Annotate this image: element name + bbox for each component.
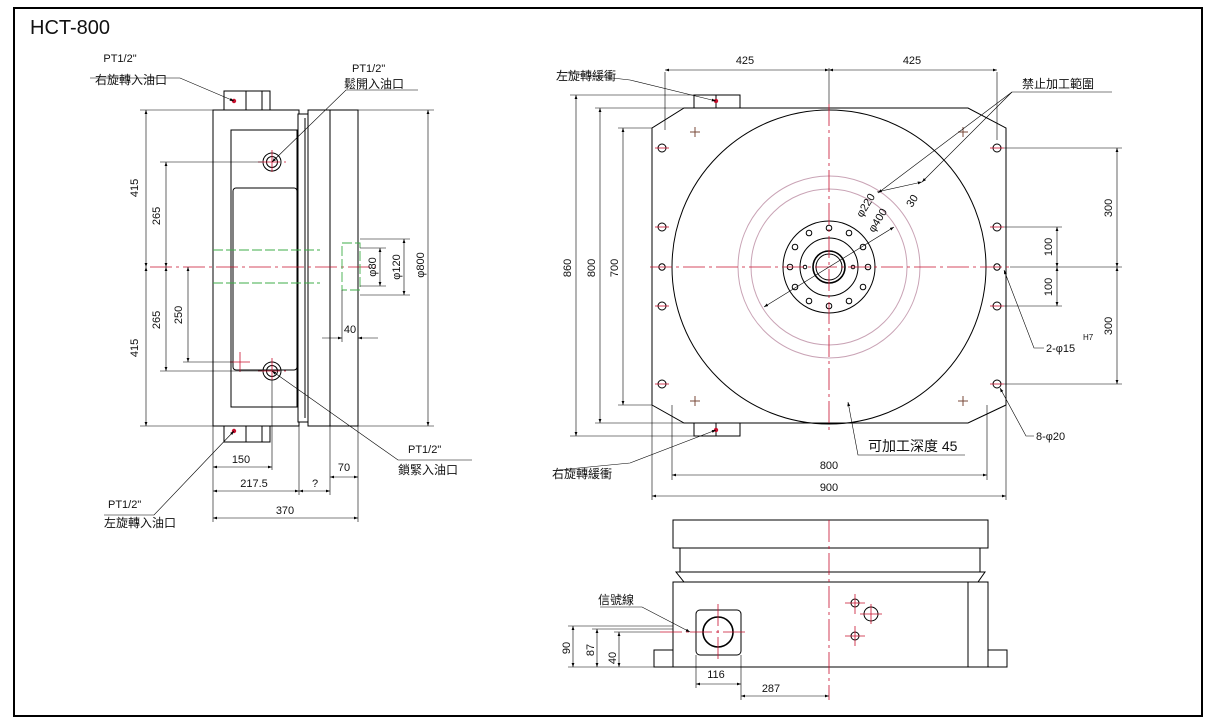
label-forbidden-zone: 禁止加工範圍	[1022, 76, 1094, 91]
pt-label-a: PT1/2"	[103, 53, 136, 65]
dim-phi120: φ120	[391, 254, 403, 280]
dim-265-top: 265	[151, 207, 163, 225]
dim-425-right: 425	[903, 55, 921, 67]
dim-217-5: 217.5	[240, 478, 268, 490]
dim-90: 90	[561, 642, 573, 654]
dim-415-top: 415	[129, 179, 141, 197]
dim-phi80: φ80	[367, 257, 379, 276]
label-right-rotation-inlet: 右旋轉入油口	[95, 72, 167, 87]
label-left-rotation-buffer: 左旋轉緩衝	[556, 68, 616, 83]
side-flange-mid	[297, 113, 309, 423]
front-table-top	[672, 519, 989, 549]
label-unclamp-inlet: 鬆開入油口	[344, 76, 404, 91]
drawing-border	[13, 7, 1203, 717]
dim-300-top: 300	[1103, 199, 1115, 217]
dim-250: 250	[173, 306, 185, 324]
drawing-title: HCT-800	[30, 17, 110, 39]
side-top-port	[223, 90, 271, 111]
side-table-top	[329, 109, 359, 427]
pt-label-b: PT1/2"	[352, 63, 385, 75]
label-holes-2-phi15: 2-φ15	[1046, 343, 1075, 355]
front-view: 90 87 40 116 287 信號線	[561, 519, 1008, 700]
dim-860: 860	[562, 259, 574, 277]
signal-port-housing	[695, 609, 742, 656]
dim-100-top: 100	[1043, 238, 1055, 256]
label-machinable-depth: 可加工深度 45	[868, 438, 958, 454]
pt-label-d: PT1/2"	[108, 499, 141, 511]
dim-100-bot: 100	[1043, 278, 1055, 296]
pt-label-c: PT1/2"	[408, 444, 441, 456]
dim-30: 30	[904, 193, 921, 210]
dim-40: 40	[344, 324, 356, 336]
spindle-bore-hidden	[341, 242, 361, 291]
side-table-plate	[307, 109, 331, 427]
side-window	[232, 187, 298, 371]
dim-87: 87	[585, 644, 597, 656]
label-left-rotation-inlet: 左旋轉入油口	[104, 515, 176, 530]
front-body	[672, 581, 989, 668]
dim-370: 370	[276, 505, 294, 517]
side-view: 415 265 265 250 415 φ800 φ120 φ80 40 150…	[90, 53, 472, 530]
top-view: φ220 φ400 30 425 425 860 800 700 30	[552, 55, 1122, 500]
dim-phi800: φ800	[415, 252, 427, 278]
dim-415-bot: 415	[129, 339, 141, 357]
side-body-left	[212, 109, 300, 427]
dim-300-bot: 300	[1103, 317, 1115, 335]
label-clamp-inlet: 鎖緊入油口	[398, 462, 458, 477]
label-right-rotation-buffer: 右旋轉緩衝	[552, 466, 612, 481]
dim-800-vertical: 800	[586, 259, 598, 277]
dim-unknown: ?	[312, 478, 318, 490]
dim-40-front: 40	[607, 652, 619, 664]
dim-287: 287	[762, 683, 780, 695]
label-holes-8-phi20: 8-φ20	[1036, 431, 1065, 443]
dim-900: 900	[820, 482, 838, 494]
dim-265-bot: 265	[151, 311, 163, 329]
dim-700: 700	[609, 259, 621, 277]
dim-116: 116	[707, 669, 725, 681]
dim-70: 70	[338, 462, 350, 474]
dim-800-horizontal: 800	[820, 460, 838, 472]
dim-425-left: 425	[736, 55, 754, 67]
dim-150: 150	[232, 454, 250, 466]
label-signal-line: 信號線	[598, 592, 634, 607]
label-holes-tolerance: H7	[1083, 333, 1094, 342]
